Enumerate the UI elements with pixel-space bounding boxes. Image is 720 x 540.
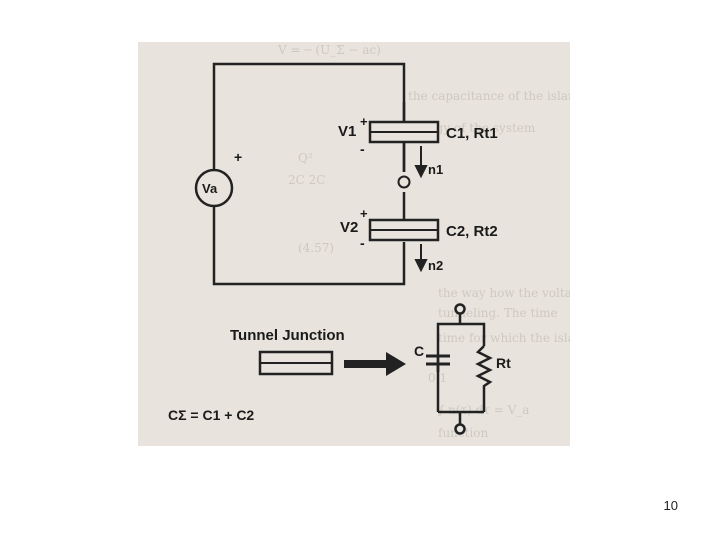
equivalent-circuit: [426, 303, 493, 435]
svg-text:energy of the system: energy of the system: [408, 121, 536, 135]
voltage-source-va: Va +: [194, 149, 242, 208]
circuit-diagram: V = ─ (U_Σ − ac) the capacitance of the …: [168, 43, 570, 440]
tunnel-junction-2: [368, 218, 440, 242]
resistor-label: Rt: [496, 355, 511, 371]
tunnel-junction-1: [368, 102, 440, 172]
junction1-label: C1, Rt1: [446, 125, 498, 142]
v1-minus-sign: -: [360, 141, 365, 157]
capacitor-label: C: [414, 343, 424, 359]
v1-label: V1: [338, 123, 356, 140]
va-plus-sign: +: [234, 149, 242, 165]
svg-text:tunneling. The time: tunneling. The time: [438, 306, 558, 320]
capacitance-formula: CΣ = C1 + C2: [168, 407, 254, 423]
tunnel-junction-symbol: [258, 350, 334, 376]
svg-text:V = ─ (U_Σ − ac): V = ─ (U_Σ − ac): [277, 43, 381, 57]
tunnel-arrow-n1: [414, 146, 428, 179]
svg-text:the way how the voltage is: the way how the voltage is: [438, 286, 570, 300]
svg-text:(4.57): (4.57): [298, 241, 334, 255]
junction2-label: C2, Rt2: [446, 223, 498, 240]
v2-plus-sign: +: [360, 206, 368, 221]
svg-text:the capacitance of the island.: the capacitance of the island. The charg…: [408, 89, 570, 103]
v2-minus-sign: -: [360, 235, 365, 251]
svg-text:time for which the island: time for which the island: [438, 331, 570, 345]
scanned-figure: V = ─ (U_Σ − ac) the capacitance of the …: [138, 42, 570, 446]
tunnel-arrow-n2: [414, 244, 428, 273]
tunnel-junction-title: Tunnel Junction: [230, 327, 345, 344]
page-number: 10: [663, 498, 678, 513]
v2-label: V2: [340, 219, 358, 236]
v1-plus-sign: +: [360, 114, 368, 129]
svg-text:Q²: Q²: [298, 151, 313, 165]
equivalence-arrow: [344, 352, 406, 376]
va-label: Va: [202, 181, 218, 196]
svg-text:2C 2C: 2C 2C: [288, 173, 325, 187]
island-node: [397, 175, 411, 189]
bleed-through-texture: V = ─ (U_Σ − ac) the capacitance of the …: [277, 43, 570, 440]
n1-label: n1: [428, 162, 443, 177]
n2-label: n2: [428, 258, 443, 273]
